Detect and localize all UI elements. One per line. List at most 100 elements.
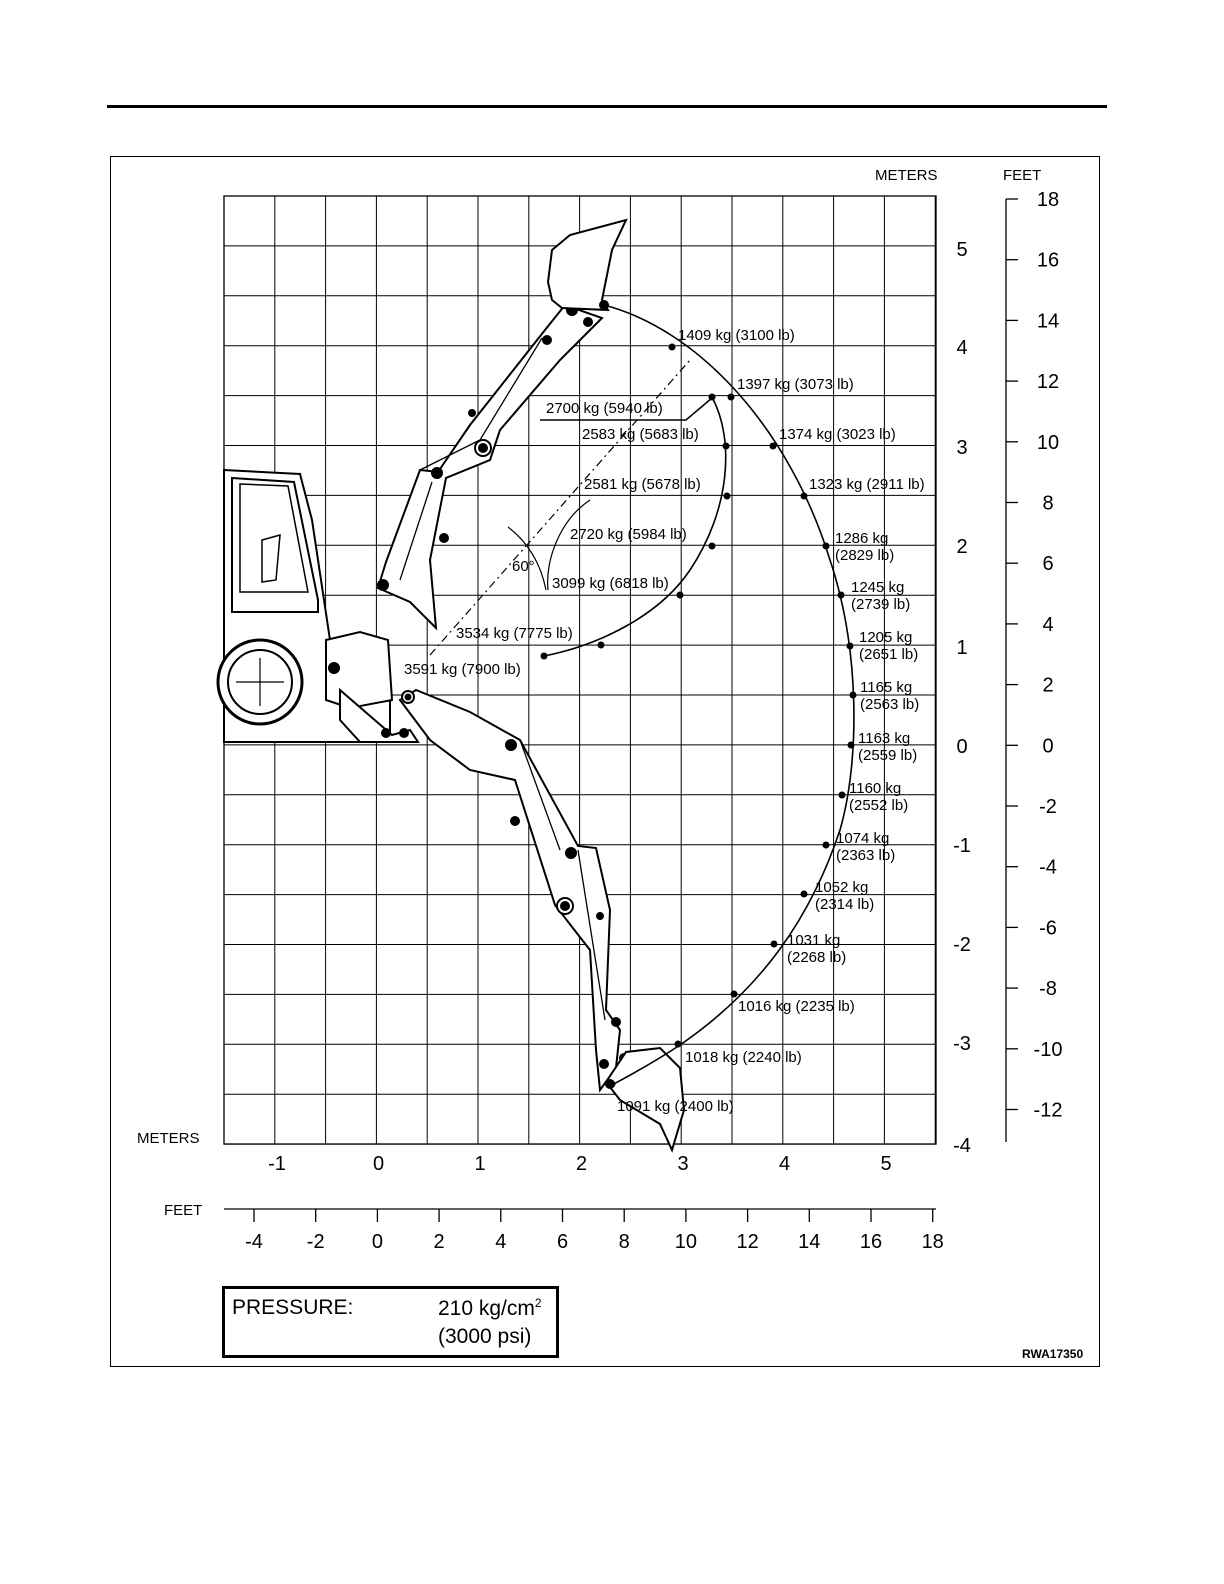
tractor-cab-drawing (216, 468, 420, 743)
outer-capacity-label-lb: (2268 lb) (787, 949, 846, 966)
meters-bottom-tick-label: 5 (880, 1153, 891, 1175)
meters-right-tick-label: 3 (956, 437, 967, 459)
pressure-unit-superscript: 2 (534, 1296, 542, 1310)
feet-right-tick-label: 4 (1042, 614, 1053, 636)
feet-right-tick-label: 16 (1037, 250, 1059, 272)
inner-capacity-label: 3534 kg (7775 lb) (456, 625, 573, 642)
outer-capacity-point (770, 940, 778, 948)
feet-right-tick-label: -8 (1039, 978, 1057, 1000)
feet-bottom-tick-label: 4 (495, 1231, 506, 1253)
inner-capacity-point (540, 652, 548, 660)
outer-capacity-label: 1031 kg (787, 932, 840, 949)
outer-capacity-point (608, 1080, 616, 1088)
outer-capacity-label: 1074 kg (836, 830, 889, 847)
outer-capacity-label: 1323 kg (2911 lb) (809, 476, 925, 493)
outer-capacity-label: 1163 kg (858, 730, 910, 747)
meters-right-tick-label: 2 (956, 536, 967, 558)
outer-capacity-label: 1165 kg (860, 679, 912, 696)
outer-capacity-label-lb: (2552 lb) (849, 797, 908, 814)
inner-capacity-label: 3099 kg (6818 lb) (552, 575, 669, 592)
inner-capacity-point (708, 393, 716, 401)
meters-bottom-tick-label: -1 (268, 1153, 286, 1175)
pressure-value-kg: 210 kg/cm2 (438, 1296, 542, 1321)
outer-capacity-label: 1205 kg (859, 629, 912, 646)
feet-right-tick-label: 2 (1042, 675, 1053, 697)
meters-bottom-tick-label: 2 (576, 1153, 587, 1175)
feet-right-tick-label: -4 (1039, 857, 1057, 879)
feet-bottom-tick-label: 10 (675, 1231, 697, 1253)
feet-right-tick-label: 18 (1037, 189, 1059, 211)
outer-capacity-point (846, 642, 854, 650)
pressure-label: PRESSURE: (232, 1296, 354, 1319)
meters-right-tick-label: -3 (953, 1033, 971, 1055)
inner-capacity-label: 2581 kg (5678 lb) (584, 476, 701, 493)
outer-capacity-label: 1160 kg (849, 780, 901, 797)
outer-capacity-label: 1397 kg (3073 lb) (737, 376, 854, 393)
outer-capacity-point (822, 841, 830, 849)
header-rule (107, 105, 1107, 108)
feet-right-tick-label: 10 (1037, 432, 1059, 454)
feet-bottom-tick-label: -4 (245, 1231, 263, 1253)
inner-capacity-point (722, 442, 730, 450)
outer-capacity-label: 1409 kg (3100 lb) (678, 327, 795, 344)
outer-capacity-point (800, 890, 808, 898)
pressure-value-psi: (3000 psi) (438, 1325, 532, 1348)
meters-right-tick-label: 5 (956, 239, 967, 261)
boom-raised-drawing (376, 218, 628, 631)
outer-capacity-point (769, 442, 777, 450)
meters-right-tick-label: -2 (953, 934, 971, 956)
inner-capacity-label: 3591 kg (7900 lb) (404, 661, 521, 678)
meters-right-tick-label: -1 (953, 835, 971, 857)
outer-capacity-label-lb: (2563 lb) (860, 696, 919, 713)
meters-right-tick-label: 0 (956, 736, 967, 758)
outer-capacity-label-lb: (2314 lb) (815, 896, 874, 913)
meters-label-bottom: METERS (137, 1130, 200, 1147)
meters-right-tick-label: 4 (956, 337, 967, 359)
feet-right-tick-label: 6 (1042, 553, 1053, 575)
meters-bottom-tick-label: 0 (373, 1153, 384, 1175)
feet-right-tick-label: 12 (1037, 371, 1059, 393)
outer-capacity-label: 1052 kg (815, 879, 868, 896)
feet-right-tick-label: -6 (1039, 917, 1057, 939)
feet-right-tick-label: -10 (1034, 1039, 1063, 1061)
feet-bottom-tick-label: 14 (798, 1231, 820, 1253)
feet-bottom-tick-label: 6 (557, 1231, 568, 1253)
pressure-box: PRESSURE: 210 kg/cm2 (3000 psi) (222, 1286, 559, 1358)
meters-bottom-tick-label: 3 (677, 1153, 688, 1175)
outer-capacity-label: 1091 kg (2400 lb) (617, 1098, 734, 1115)
outer-capacity-label: 1016 kg (2235 lb) (738, 998, 855, 1015)
outer-capacity-label: 1245 kg (851, 579, 904, 596)
feet-right-tick-label: -2 (1039, 796, 1057, 818)
outer-capacity-point (800, 492, 808, 500)
outer-capacity-point (837, 591, 845, 599)
angle-label: 60° (512, 558, 535, 575)
feet-bottom-tick-label: 12 (736, 1231, 758, 1253)
outer-capacity-point (847, 741, 855, 749)
outer-capacity-point (849, 691, 857, 699)
feet-right-tick-label: 8 (1042, 493, 1053, 515)
feet-bottom-tick-label: -2 (307, 1231, 325, 1253)
feet-bottom-tick-label: 2 (434, 1231, 445, 1253)
meters-bottom-ticks: -1 0 1 2 3 4 5 (268, 1153, 891, 1175)
meters-bottom-tick-label: 4 (779, 1153, 790, 1175)
inner-capacity-label: 2700 kg (5940 lb) (546, 400, 663, 417)
inner-capacity-label: 2720 kg (5984 lb) (570, 526, 687, 543)
outer-capacity-point (730, 990, 738, 998)
inner-capacity-point (676, 591, 684, 599)
inner-capacity-point (723, 492, 731, 500)
meters-label-top: METERS (875, 167, 938, 184)
figure-ref-code: RWA17350 (1022, 1347, 1084, 1361)
outer-capacity-point (727, 393, 735, 401)
inner-capacity-points: 2700 kg (5940 lb)2583 kg (5683 lb)2581 k… (404, 393, 731, 678)
pressure-value-kg-text: 210 kg/cm (438, 1297, 535, 1320)
outer-capacity-label: 1018 kg (2240 lb) (685, 1049, 802, 1066)
outer-capacity-label-lb: (2559 lb) (858, 747, 917, 764)
meters-bottom-tick-label: 1 (474, 1153, 485, 1175)
feet-bottom-tick-label: 18 (922, 1231, 944, 1253)
figure-frame (110, 156, 1100, 1367)
feet-bottom-tick-label: 8 (619, 1231, 630, 1253)
boom-lowered-drawing (398, 688, 686, 1153)
